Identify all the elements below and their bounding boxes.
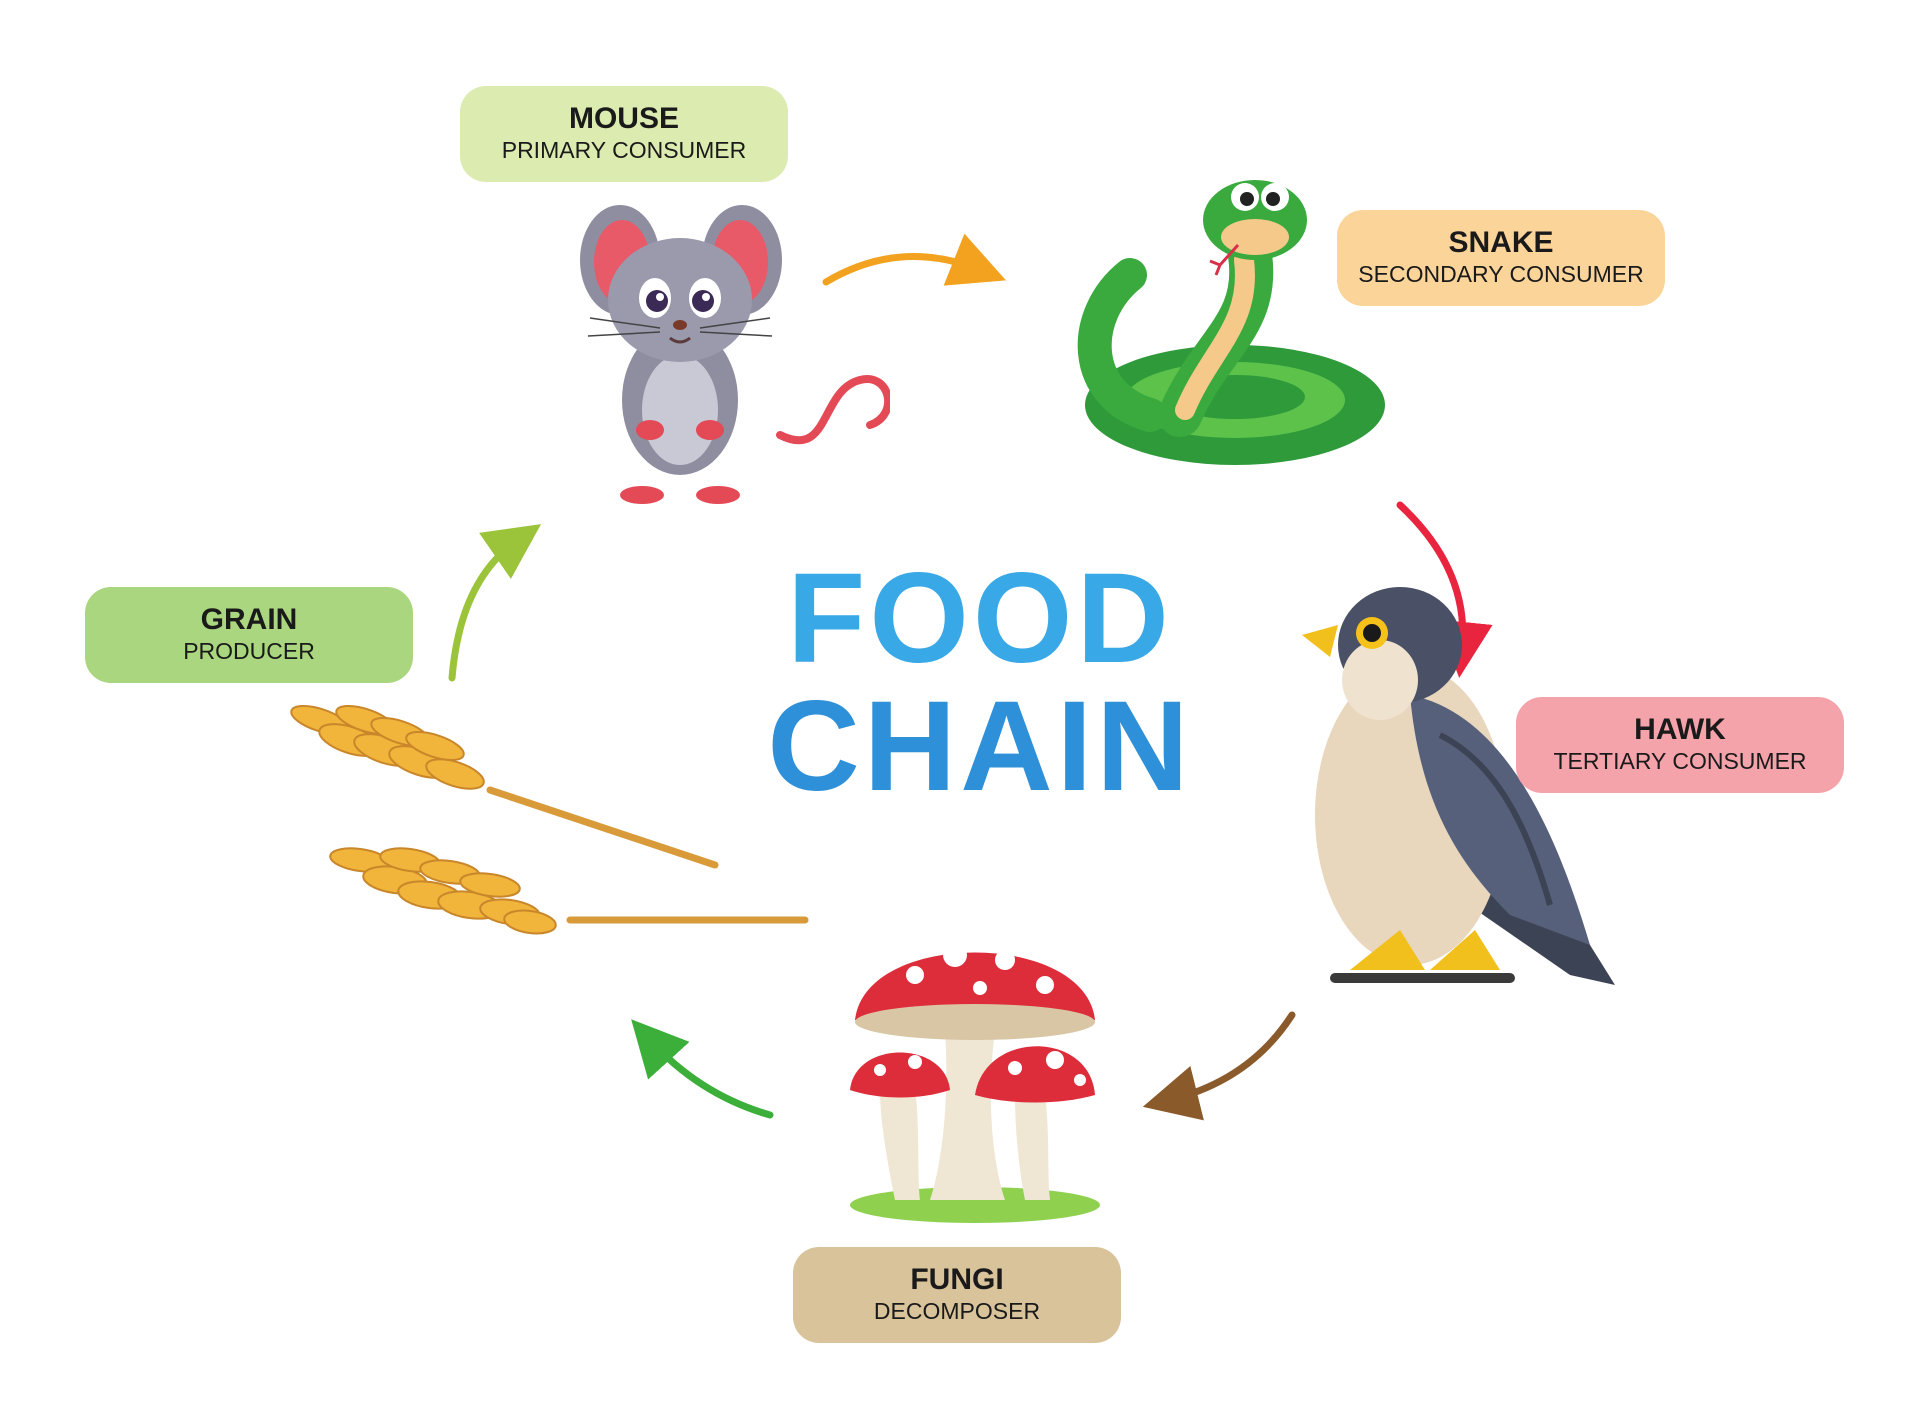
mushroom-icon [850, 943, 1100, 1223]
title-line-2: CHAIN [767, 675, 1193, 818]
label-mouse-role: PRIMARY CONSUMER [501, 137, 747, 163]
label-fungi-name: FUNGI [910, 1263, 1004, 1296]
diagram-title: FOOD CHAIN [700, 555, 1260, 811]
label-fungi-role: DECOMPOSER [873, 1298, 1041, 1324]
arrow-grain-to-mouse [448, 524, 542, 682]
label-mouse-name: MOUSE [568, 102, 679, 135]
snake-icon [1077, 180, 1385, 465]
arrow-hawk-to-fungi [1142, 1011, 1296, 1121]
title-line-1: FOOD [787, 547, 1173, 690]
hawk-icon [1302, 587, 1615, 985]
label-fungi: FUNGI DECOMPOSER [793, 1247, 1121, 1343]
arrow-mouse-to-snake [822, 233, 1007, 286]
mouse-icon [580, 205, 890, 504]
label-grain-name: GRAIN [200, 603, 298, 636]
label-hawk-name: HAWK [1634, 713, 1726, 746]
label-grain: GRAIN PRODUCER [85, 587, 413, 683]
arrow-fungi-to-grain [631, 1019, 774, 1119]
label-snake: SNAKE SECONDARY CONSUMER [1337, 210, 1665, 306]
label-hawk-role: TERTIARY CONSUMER [1553, 748, 1807, 774]
arrow-snake-to-hawk [1396, 501, 1493, 678]
wheat-icon [290, 705, 809, 935]
label-snake-role: SECONDARY CONSUMER [1358, 261, 1644, 287]
label-hawk: HAWK TERTIARY CONSUMER [1516, 697, 1844, 793]
label-snake-name: SNAKE [1448, 226, 1554, 259]
label-grain-role: PRODUCER [183, 638, 315, 664]
label-mouse: MOUSE PRIMARY CONSUMER [460, 86, 788, 182]
